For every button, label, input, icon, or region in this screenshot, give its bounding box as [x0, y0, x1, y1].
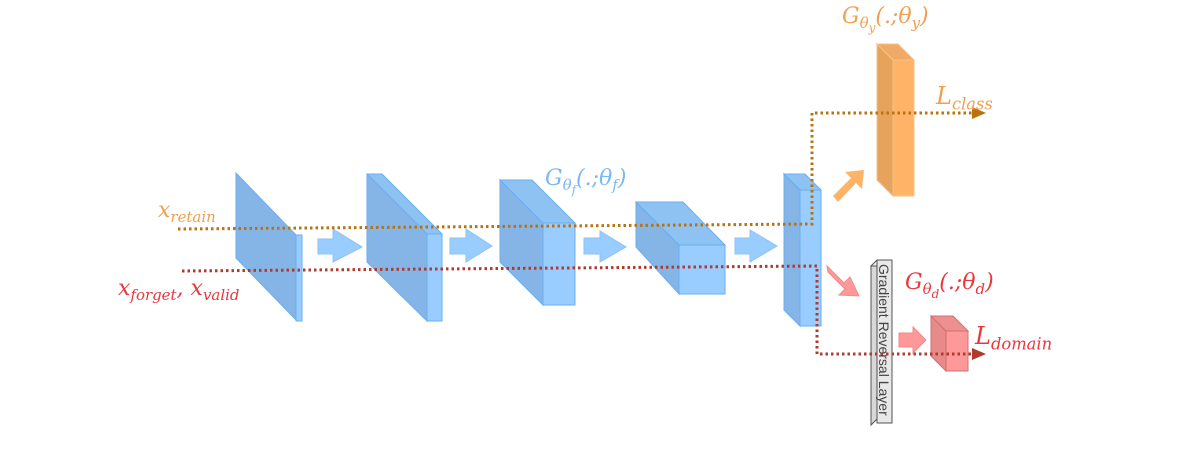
flow-arrow-3	[583, 230, 627, 263]
feature-layer-4	[634, 200, 727, 296]
to-domain-classifier-arrow	[898, 325, 927, 355]
feature-extractor-label: Gθf(.;θf)	[545, 166, 627, 198]
feature-layer-1	[235, 171, 303, 322]
gradient-reversal-layer	[869, 259, 893, 427]
flow-arrow-1	[317, 228, 364, 263]
to-label-predictor-arrow	[833, 170, 864, 202]
domain-classifier-block	[929, 314, 970, 373]
input-forget-valid-label: xforget, xvalid	[118, 276, 240, 305]
feature-layer-5	[782, 172, 823, 328]
domain-loss-label: Ldomain	[975, 322, 1053, 354]
label-predictor-label: Gθy(.;θy)	[842, 4, 929, 36]
input-retain-label: xretain	[158, 198, 216, 227]
class-loss-label: Lclass	[936, 82, 993, 114]
class-loss-arrowhead	[972, 107, 986, 119]
gradient-reversal-label: Gradient Reversal Layer	[876, 264, 892, 416]
flow-arrow-4	[734, 229, 778, 263]
domain-loss-arrowhead	[972, 348, 986, 360]
label-predictor-block	[875, 42, 916, 198]
flow-arrow-2	[449, 228, 493, 263]
to-domain-arrow	[826, 264, 860, 297]
feature-layer-3	[498, 178, 577, 307]
feature-layer-2	[365, 173, 444, 323]
domain-classifier-label: Gθd(.;θd)	[905, 270, 994, 302]
retain-data-path	[177, 111, 975, 231]
